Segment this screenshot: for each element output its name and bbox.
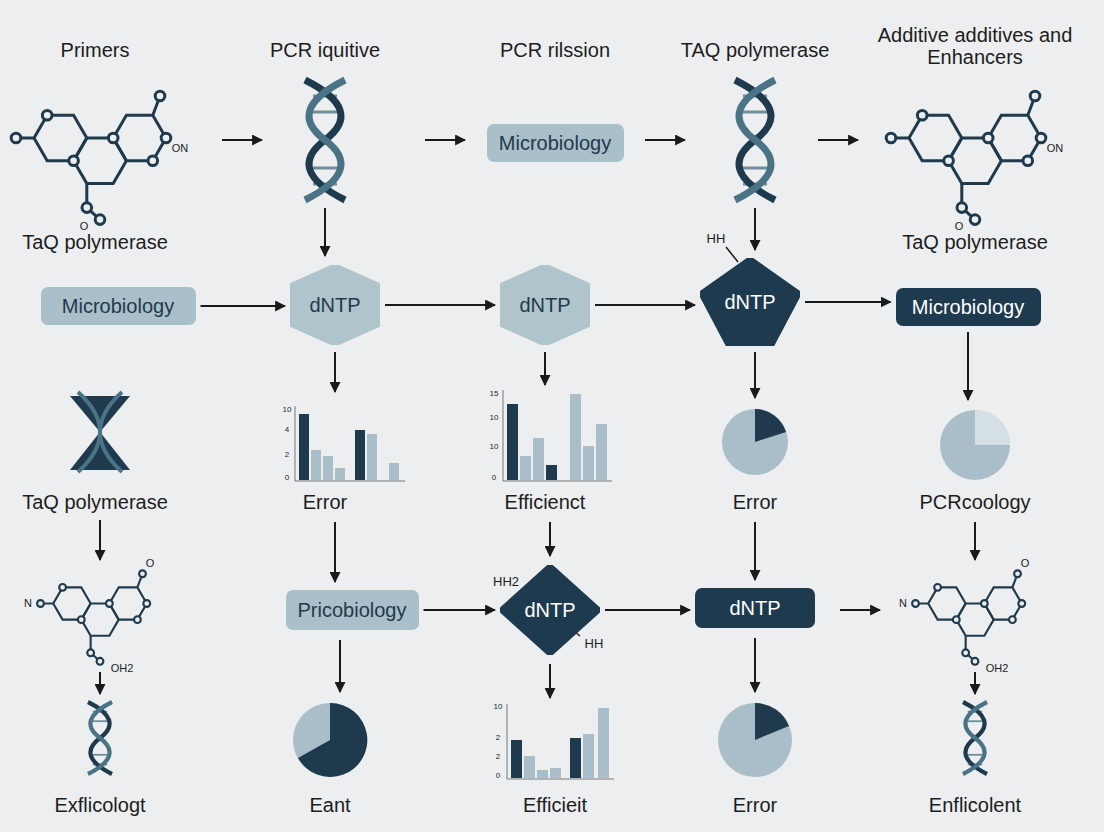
- dntp-hexagon: dNTP: [290, 265, 380, 345]
- caption-label: Error: [733, 794, 777, 816]
- atom-label: O: [80, 220, 89, 232]
- flow-arrow: [201, 305, 286, 307]
- column-heading: PCR rilssion: [500, 39, 610, 61]
- tick-label: 10: [494, 703, 503, 712]
- flow-arrow: [605, 609, 690, 611]
- tick-label: 4: [285, 426, 289, 435]
- tick-label: 2: [496, 734, 500, 743]
- process-box: Microbiology: [487, 124, 624, 162]
- process-box: Microbiology: [896, 288, 1041, 326]
- atom-label: O: [146, 557, 155, 569]
- node-text: Microbiology: [62, 295, 174, 318]
- tick-label: 0: [496, 772, 500, 781]
- node-text: dNTP: [309, 294, 360, 317]
- caption-label: TaQ polymerase: [22, 491, 168, 513]
- column-heading: PCR iquitive: [270, 39, 380, 61]
- tick-label: 10: [490, 414, 499, 423]
- tick-label: 0: [285, 474, 289, 483]
- column-heading: Primers: [61, 39, 130, 61]
- caption-label: PCRcoology: [919, 491, 1030, 513]
- caption-label: Error: [733, 491, 777, 513]
- atom-label: O: [1021, 557, 1030, 569]
- node-text: dNTP: [724, 291, 775, 314]
- atom-label: HH2: [493, 575, 519, 589]
- node-outline: [500, 265, 590, 345]
- tick-label: 2: [496, 753, 500, 762]
- node-outline: [290, 265, 380, 345]
- caption-label: Exflicologt: [54, 794, 145, 816]
- node-outline: [500, 565, 600, 655]
- column-heading: Additive additives and Enhancers: [875, 24, 1075, 68]
- dntp-diamond: dNTP: [500, 565, 600, 655]
- node-text: dNTP: [524, 599, 575, 622]
- flow-arrow: [595, 304, 695, 306]
- tick-label: 10: [283, 406, 292, 415]
- dntp-shape: dNTP: [700, 258, 800, 346]
- caption-label: Eant: [309, 794, 350, 816]
- atom-label: ON: [172, 142, 189, 154]
- caption-label: Enflicolent: [929, 794, 1021, 816]
- caption-label: Efficienct: [505, 491, 586, 513]
- caption-label: Efficieit: [523, 794, 587, 816]
- tick-label: 0: [492, 474, 496, 483]
- atom-label: OH2: [986, 662, 1009, 674]
- atom-label: ON: [1047, 142, 1064, 154]
- process-box: Pricobiology: [286, 590, 419, 630]
- caption-label: Error: [303, 491, 347, 513]
- caption-label: TaQ polymerase: [902, 231, 1048, 253]
- atom-label: N: [24, 597, 32, 609]
- tick-label: 10: [490, 443, 499, 452]
- atom-label: HH: [707, 232, 726, 246]
- atom-label: N: [899, 597, 907, 609]
- atom-label: HH: [585, 637, 604, 651]
- node-text: dNTP: [519, 294, 570, 317]
- dntp-box: dNTP: [695, 588, 815, 628]
- process-box: Microbiology: [41, 287, 196, 325]
- column-heading: TAQ polymerase: [681, 39, 830, 61]
- tick-label: 15: [490, 390, 499, 399]
- node-text: Microbiology: [499, 132, 611, 155]
- dntp-hexagon: dNTP: [500, 265, 590, 345]
- flow-arrow: [805, 301, 891, 303]
- tick-label: 2: [285, 451, 289, 460]
- atom-label: O: [955, 220, 964, 232]
- atom-label: OH2: [111, 662, 134, 674]
- caption-label: TaQ polymerase: [22, 231, 168, 253]
- node-outline: [700, 258, 800, 346]
- node-text: Pricobiology: [298, 599, 407, 622]
- flow-arrow: [424, 609, 496, 611]
- flow-arrow: [385, 304, 495, 306]
- node-text: dNTP: [729, 597, 780, 620]
- node-text: Microbiology: [912, 296, 1024, 319]
